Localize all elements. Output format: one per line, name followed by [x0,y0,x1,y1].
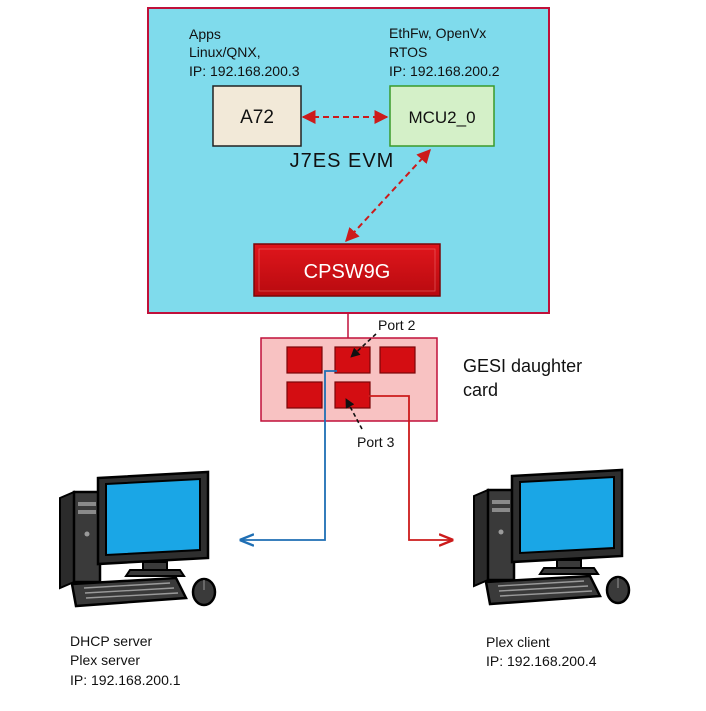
gesi-port-3 [334,381,371,409]
mcu-info-line: IP: 192.168.200.2 [389,63,500,79]
gesi-label-line: GESI daughter [463,356,582,376]
dhcp-server-info-line: DHCP server [70,633,153,649]
gesi-label-line: card [463,380,498,400]
cpsw9g-switch [253,243,441,297]
gesi-port [379,346,416,374]
gesi-port [286,381,323,409]
mcu-core-box [389,85,495,147]
port-3-pointer [345,398,363,430]
dhcp-server-info-line: Plex server [70,652,140,668]
plex-client-info-line: Plex client [486,634,550,650]
desktop-computer-icon [58,470,217,608]
mcu-info: EthFw, OpenVx RTOS IP: 192.168.200.2 [389,25,500,79]
cpsw9g-inner [258,248,436,292]
a72-label: A72 [240,107,274,128]
mcu-info-line: EthFw, OpenVx [389,25,486,41]
port-3-label: Port 3 [357,434,395,450]
mcu-label: MCU2_0 [408,108,475,127]
cpsw9g-label: CPSW9G [304,261,391,283]
port3-to-plex-client-link [368,395,452,540]
a72-info-line: Apps [189,26,221,42]
gesi-port [286,346,323,374]
dhcp-server-info-line: IP: 192.168.200.1 [70,672,181,688]
plex-client-info-line: IP: 192.168.200.4 [486,653,597,669]
a72-core-box [212,85,302,147]
a72-info: Apps Linux/QNX, IP: 192.168.200.3 [189,26,300,79]
port2-to-dhcp-server-link [241,370,337,540]
plex-client-info: Plex client IP: 192.168.200.4 [486,634,597,669]
port-2-label: Port 2 [378,317,416,333]
gesi-port-2 [334,346,371,374]
gesi-label: GESI daughter card [463,356,587,400]
a72-info-line: Linux/QNX, [189,44,261,60]
mcu-cpsw-link [345,148,431,243]
a72-info-line: IP: 192.168.200.3 [189,63,300,79]
evm-title: J7ES EVM [290,150,395,172]
mcu-info-line: RTOS [389,44,427,60]
dhcp-server-info: DHCP server Plex server IP: 192.168.200.… [70,633,181,688]
port-2-pointer [350,333,377,358]
desktop-computer-icon [472,468,631,606]
